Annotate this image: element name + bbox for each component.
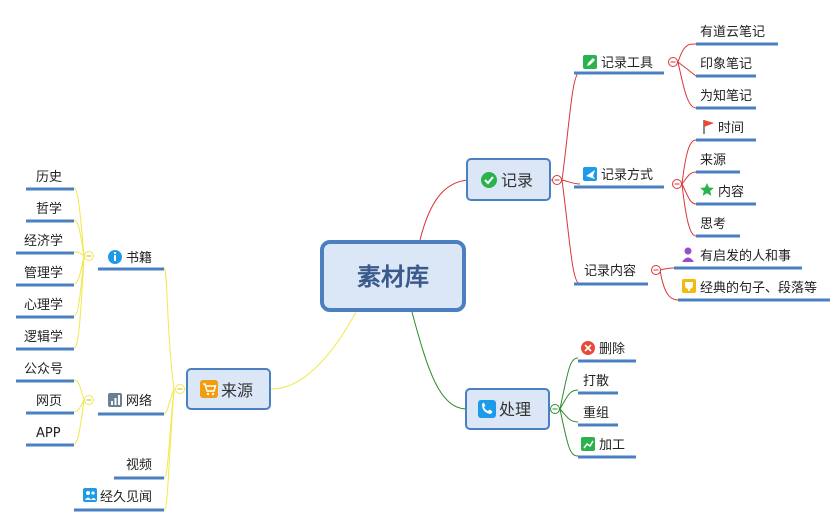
leaf-wiz-label: 为知笔记 — [700, 88, 752, 104]
record-content-collapse-toggle[interactable] — [651, 265, 661, 275]
leaf-delete-label: 删除 — [599, 342, 625, 357]
leaf-source[interactable]: 来源 — [696, 153, 740, 174]
network-label: 网络 — [126, 393, 152, 409]
node-video[interactable]: 视频 — [114, 458, 164, 480]
record-tools-label: 记录工具 — [601, 56, 653, 71]
delete-icon — [581, 341, 595, 355]
leaf-logic[interactable]: 逻辑学 — [16, 329, 74, 351]
check-circle-icon — [481, 172, 497, 188]
leaf-content[interactable]: 内容 — [696, 183, 756, 206]
leaf-recombine-label: 重组 — [583, 405, 609, 421]
connectors — [73, 43, 697, 511]
leaf-refine-label: 加工 — [599, 438, 625, 453]
phone-icon — [478, 400, 496, 418]
leaf-time-label: 时间 — [718, 121, 744, 136]
branch-source[interactable]: 来源 — [186, 368, 271, 410]
leaf-psychology-label: 心理学 — [24, 297, 63, 313]
leaf-philosophy[interactable]: 哲学 — [26, 201, 74, 223]
person-icon — [682, 247, 694, 262]
branch-source-label: 来源 — [221, 381, 253, 400]
star-icon — [700, 183, 714, 196]
root-node[interactable]: 素材库 — [320, 240, 466, 312]
connector-root-record — [419, 179, 469, 241]
leaf-app[interactable]: APP — [26, 426, 74, 447]
leaf-wechat-account-label: 公众号 — [24, 362, 63, 377]
record-content-label: 记录内容 — [584, 263, 636, 279]
flag-icon — [703, 120, 714, 134]
root-label: 素材库 — [357, 263, 429, 291]
node-books[interactable]: 书籍 — [98, 250, 164, 271]
cart-icon — [200, 380, 218, 398]
node-network[interactable]: 网络 — [98, 393, 164, 416]
node-record-content[interactable]: 记录内容 — [574, 263, 648, 286]
leaf-management[interactable]: 管理学 — [16, 265, 74, 287]
branch-process[interactable]: 处理 — [465, 388, 550, 430]
leaf-refine[interactable]: 加工 — [578, 437, 636, 459]
process-connectors — [559, 357, 579, 457]
leaf-scatter[interactable]: 打散 — [578, 374, 618, 395]
branch-record-label: 记录 — [501, 171, 533, 190]
pencil-icon — [583, 55, 597, 69]
leaf-scatter-label: 打散 — [583, 374, 609, 389]
leaf-thinking[interactable]: 思考 — [696, 217, 740, 238]
leaf-youdao[interactable]: 有道云笔记 — [696, 24, 778, 46]
record-method-collapse-toggle[interactable] — [672, 179, 682, 189]
leaf-content-label: 内容 — [718, 184, 744, 200]
contacts-icon — [83, 488, 97, 502]
leaf-thinking-label: 思考 — [700, 217, 726, 232]
video-label: 视频 — [126, 458, 152, 473]
insight-label: 经久见闻 — [100, 490, 152, 505]
record-collapse-toggle[interactable] — [552, 175, 562, 185]
connector-root-source — [269, 311, 357, 390]
bar-chart-icon — [108, 393, 122, 407]
leaf-webpage-label: 网页 — [36, 394, 62, 409]
leaf-philosophy-label: 哲学 — [36, 201, 62, 217]
info-icon — [108, 250, 122, 264]
leaf-psychology[interactable]: 心理学 — [16, 297, 74, 319]
airplane-icon — [583, 167, 597, 181]
leaf-management-label: 管理学 — [24, 265, 63, 281]
trophy-icon — [682, 279, 696, 293]
leaf-webpage[interactable]: 网页 — [26, 394, 74, 415]
leaf-economics-label: 经济学 — [24, 233, 63, 249]
leaf-source-label: 来源 — [700, 153, 726, 168]
node-record-tools[interactable]: 记录工具 — [574, 55, 664, 75]
leaf-evernote[interactable]: 印象笔记 — [696, 56, 756, 78]
branch-record[interactable]: 记录 — [466, 158, 551, 201]
leaf-classic-label: 经典的句子、段落等 — [700, 280, 817, 296]
leaf-inspiring[interactable]: 有启发的人和事 — [674, 247, 802, 270]
node-insight[interactable]: 经久见闻 — [74, 488, 164, 512]
leaf-youdao-label: 有道云笔记 — [700, 24, 765, 40]
chart-icon — [581, 437, 595, 451]
leaf-classic[interactable]: 经典的句子、段落等 — [678, 279, 830, 302]
record-connectors — [550, 43, 697, 301]
leaf-economics[interactable]: 经济学 — [16, 233, 74, 255]
source-connectors — [73, 187, 186, 511]
branch-process-label: 处理 — [499, 400, 531, 419]
leaf-recombine[interactable]: 重组 — [578, 405, 618, 427]
books-collapse-toggle[interactable] — [84, 251, 94, 261]
leaf-time[interactable]: 时间 — [696, 120, 756, 142]
leaf-history-label: 历史 — [36, 170, 62, 185]
books-label: 书籍 — [126, 250, 152, 266]
record-method-label: 记录方式 — [601, 167, 653, 183]
network-collapse-toggle[interactable] — [84, 395, 94, 405]
leaf-delete[interactable]: 删除 — [578, 341, 636, 363]
source-collapse-toggle[interactable] — [175, 384, 185, 394]
process-collapse-toggle[interactable] — [550, 404, 560, 414]
node-record-method[interactable]: 记录方式 — [574, 167, 664, 189]
leaf-logic-label: 逻辑学 — [24, 329, 63, 345]
leaf-wiz[interactable]: 为知笔记 — [696, 88, 756, 110]
leaf-app-label: APP — [36, 426, 61, 441]
leaf-wechat-account[interactable]: 公众号 — [16, 362, 74, 383]
leaf-evernote-label: 印象笔记 — [700, 56, 752, 72]
record-tools-collapse-toggle[interactable] — [668, 57, 678, 67]
leaf-history[interactable]: 历史 — [26, 170, 74, 191]
connector-root-process — [411, 311, 467, 410]
leaf-inspiring-label: 有启发的人和事 — [700, 248, 791, 264]
